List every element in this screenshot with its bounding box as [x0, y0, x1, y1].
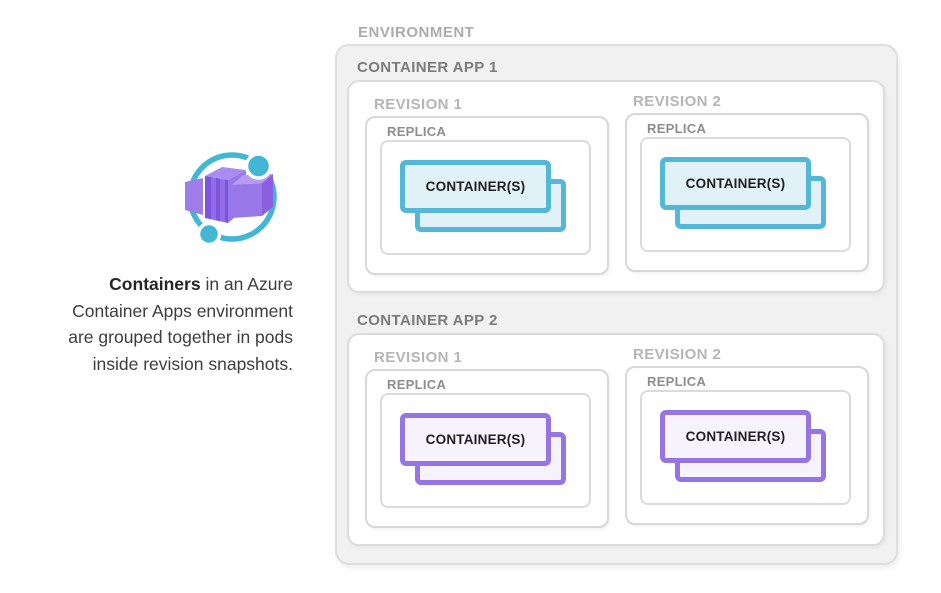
- app1-revision-1-label: REVISION 1: [374, 96, 463, 113]
- icon-center-box-stripe: [211, 177, 216, 221]
- caption-line-3: are grouped together in pods: [68, 327, 293, 347]
- container-card: CONTAINER(S): [400, 413, 551, 466]
- app2-revision-2-label: REVISION 2: [633, 346, 722, 363]
- icon-center-box-top: [205, 167, 246, 180]
- environment-label: ENVIRONMENT: [358, 24, 475, 41]
- icon-center-box-front: [205, 176, 228, 223]
- app2-revision-1-label: REVISION 1: [374, 349, 463, 366]
- app2-revision-1-box: REPLICA CONTAINER(S): [365, 369, 609, 528]
- app2-revision-2-box: REPLICA CONTAINER(S): [625, 366, 869, 525]
- icon-orbit-dot-bottom: [196, 221, 222, 247]
- caption-line-4: inside revision snapshots.: [92, 353, 293, 374]
- environment-box: CONTAINER APP 1 REVISION 1 REPLICA CONTA…: [335, 44, 898, 565]
- caption-line-1: Containers in an Azure: [109, 274, 293, 294]
- app1-rev2-replica-box: CONTAINER(S): [640, 137, 851, 252]
- container-app-1-box: REVISION 1 REPLICA CONTAINER(S) REVISION…: [347, 80, 885, 293]
- app1-revision-2-box: REPLICA CONTAINER(S): [625, 113, 869, 272]
- caption-bold-word: Containers: [109, 274, 201, 294]
- app2-rev2-replica-label: REPLICA: [647, 374, 707, 389]
- caption-line-2: Container Apps environment: [72, 300, 293, 321]
- container-app-1-label: CONTAINER APP 1: [357, 59, 498, 76]
- container-card: CONTAINER(S): [660, 157, 811, 210]
- app2-rev2-replica-box: CONTAINER(S): [640, 390, 851, 505]
- container-card: CONTAINER(S): [400, 160, 551, 213]
- app1-revision-1-box: REPLICA CONTAINER(S): [365, 116, 609, 275]
- app2-rev1-replica-label: REPLICA: [387, 377, 447, 392]
- icon-right-box-side: [262, 174, 273, 216]
- icon-orbit-dot-top: [244, 152, 273, 180]
- azure-container-apps-icon: [185, 152, 277, 247]
- app1-rev1-replica-label: REPLICA: [387, 124, 447, 139]
- app1-revision-2-label: REVISION 2: [633, 93, 722, 110]
- icon-left-box: [185, 178, 203, 215]
- icon-center-box-stripe: [220, 178, 225, 223]
- app1-rev2-replica-label: REPLICA: [647, 121, 707, 136]
- app2-rev1-replica-box: CONTAINER(S): [380, 393, 591, 508]
- container-app-2-label: CONTAINER APP 2: [357, 312, 498, 329]
- icon-right-box-front: [232, 183, 262, 218]
- diagram-caption: Containers in an Azure Container Apps en…: [6, 271, 293, 377]
- container-app-2-box: REVISION 1 REPLICA CONTAINER(S) REVISION…: [347, 333, 885, 546]
- app1-rev1-replica-box: CONTAINER(S): [380, 140, 591, 255]
- container-card: CONTAINER(S): [660, 410, 811, 463]
